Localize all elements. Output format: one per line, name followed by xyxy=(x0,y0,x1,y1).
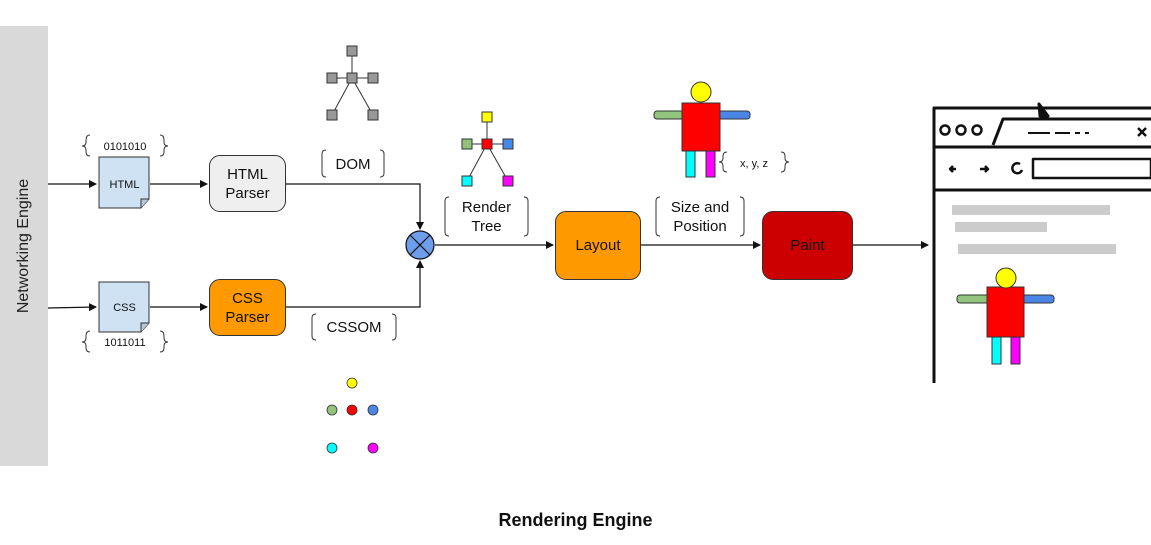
dom-label: DOM xyxy=(335,156,371,173)
bracket-cssom xyxy=(311,313,397,341)
brace-html-bytes xyxy=(81,134,169,157)
html-file-label: HTML xyxy=(109,179,140,191)
css-file-label: CSS xyxy=(113,302,136,314)
layout-label: Layout xyxy=(575,237,621,254)
coordinates-label: x, y, z xyxy=(740,158,768,170)
arrow-cssom-to-combine xyxy=(286,260,424,308)
networking-engine-band xyxy=(0,26,48,466)
html-bytes-label: 0101010 xyxy=(103,141,147,153)
css-file-icon xyxy=(98,281,150,333)
painted-figure-icon xyxy=(956,267,1055,365)
brace-coordinates xyxy=(718,151,790,173)
layout-figure-icon xyxy=(653,81,751,178)
rendering-engine-title: Rendering Engine xyxy=(498,510,653,530)
css-parser-label: CSS Parser xyxy=(225,289,270,326)
dom-tree-icon xyxy=(326,45,379,121)
networking-engine-label: Networking Engine xyxy=(15,178,32,314)
bracket-dom xyxy=(321,149,385,178)
html-parser-label: HTML Parser xyxy=(225,165,270,202)
layout-box: Layout xyxy=(555,211,641,280)
bracket-size-position xyxy=(655,196,745,237)
cssom-label: CSSOM xyxy=(326,319,382,336)
browser-window-icon xyxy=(932,102,1151,383)
bracket-render-tree xyxy=(444,196,529,237)
html-parser-box: HTML Parser xyxy=(209,155,286,212)
css-parser-box: CSS Parser xyxy=(209,279,286,336)
arrow-network-to-css-file xyxy=(47,303,97,312)
size-position-label: Size and Position xyxy=(670,199,730,235)
render-tree-label: Render Tree xyxy=(461,199,512,235)
css-bytes-label: 1011011 xyxy=(104,337,146,349)
combine-node xyxy=(405,230,435,260)
render-tree-icon xyxy=(461,111,514,187)
arrow-dom-to-combine xyxy=(286,183,424,230)
brace-css-bytes xyxy=(81,330,169,353)
paint-label: Paint xyxy=(790,237,825,254)
html-file-icon xyxy=(98,156,150,209)
cssom-dots-icon xyxy=(326,377,379,454)
paint-box: Paint xyxy=(762,211,853,280)
page-placeholder-lines xyxy=(952,205,1116,254)
